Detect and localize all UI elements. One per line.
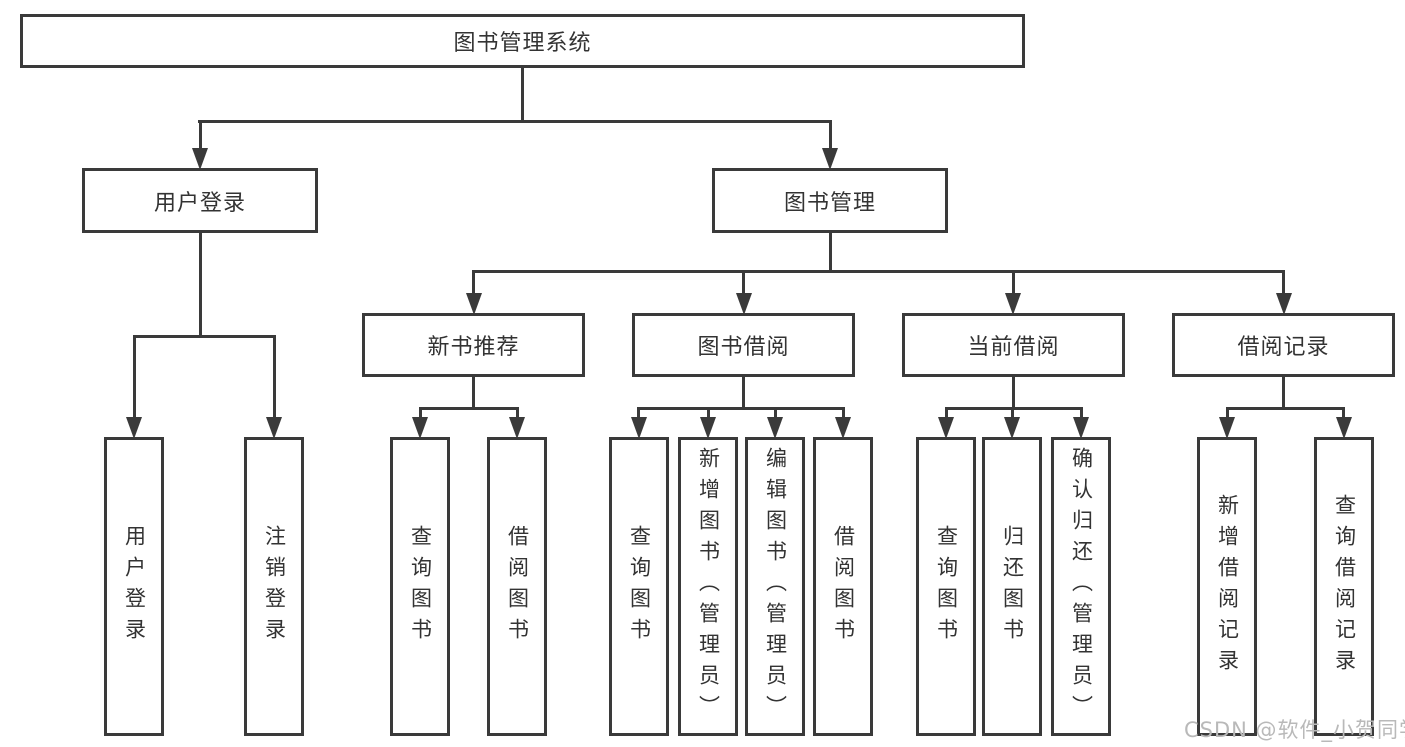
node-book-management: 图书管理	[712, 168, 948, 233]
connector-arrow-down	[630, 407, 647, 439]
connector-line	[521, 68, 524, 120]
connector-line	[132, 335, 276, 338]
leaf-query-books-borrow: 查询图书	[609, 437, 669, 736]
connector-arrow-down	[822, 120, 838, 170]
connector-arrow-down	[1004, 407, 1020, 439]
leaf-label: 查询图书	[408, 524, 433, 649]
leaf-label: 借阅图书	[831, 524, 856, 649]
node-library-management-system: 图书管理系统	[20, 14, 1025, 68]
connector-line	[1225, 407, 1345, 410]
leaf-confirm-return-admin: 确认归还（管理员）	[1051, 437, 1111, 736]
leaf-return-books: 归还图书	[982, 437, 1042, 736]
connector-arrow-down	[1219, 407, 1235, 439]
connector-line	[828, 233, 832, 270]
connector-line	[198, 233, 202, 335]
leaf-label: 编辑图书（管理员）	[763, 447, 788, 726]
connector-arrow-down	[767, 407, 783, 439]
leaf-borrow-books-newbook: 借阅图书	[487, 437, 547, 736]
node-label: 当前借阅	[967, 335, 1060, 360]
connector-line	[198, 120, 832, 123]
connector-arrow-down	[266, 335, 282, 439]
node-label: 用户登录	[153, 190, 246, 216]
leaf-logout: 注销登录	[244, 437, 304, 736]
connector-line	[1282, 377, 1285, 407]
connector-line	[472, 377, 475, 407]
node-borrowing-records: 借阅记录	[1172, 313, 1395, 377]
leaf-label: 确认归还（管理员）	[1069, 447, 1094, 726]
leaf-label: 查询图书	[934, 524, 959, 649]
leaf-query-books-newbook: 查询图书	[390, 437, 450, 736]
leaf-query-books-current: 查询图书	[916, 437, 976, 736]
leaf-label: 新增借阅记录	[1215, 493, 1240, 680]
csdn-watermark: CSDN @软件_小贺同学	[1184, 718, 1405, 742]
leaf-label: 归还图书	[1000, 524, 1025, 649]
connector-arrow-down	[1073, 407, 1089, 439]
connector-arrow-down	[835, 407, 851, 439]
leaf-label: 查询借阅记录	[1332, 493, 1357, 680]
node-new-book-recommendation: 新书推荐	[362, 313, 585, 377]
connector-arrow-down	[700, 407, 716, 439]
leaf-query-borrow-record: 查询借阅记录	[1314, 437, 1374, 736]
connector-arrow-down	[192, 120, 208, 170]
node-current-borrowing: 当前借阅	[902, 313, 1125, 377]
node-label: 图书管理系统	[453, 31, 592, 56]
leaf-label: 注销登录	[262, 524, 287, 649]
node-label: 图书借阅	[697, 335, 790, 360]
connector-arrow-down	[1335, 407, 1352, 439]
connector-line	[742, 377, 745, 407]
connector-line	[472, 270, 1284, 273]
node-label: 图书管理	[783, 190, 876, 216]
node-label: 借阅记录	[1237, 335, 1330, 360]
node-book-borrowing: 图书借阅	[632, 313, 855, 377]
leaf-user-login: 用户登录	[104, 437, 164, 736]
connector-arrow-down	[465, 270, 482, 315]
connector-line	[944, 407, 1083, 410]
connector-arrow-down	[509, 407, 525, 439]
leaf-label: 用户登录	[122, 524, 147, 649]
leaf-add-borrow-record: 新增借阅记录	[1197, 437, 1257, 736]
leaf-edit-books-admin: 编辑图书（管理员）	[745, 437, 805, 736]
connector-line	[1011, 377, 1015, 407]
leaf-label: 查询图书	[627, 524, 652, 649]
leaf-label: 新增图书（管理员）	[696, 447, 721, 726]
connector-line	[418, 407, 519, 410]
connector-arrow-down	[735, 270, 752, 315]
leaf-borrow-books-borrow: 借阅图书	[813, 437, 873, 736]
node-user-login: 用户登录	[82, 168, 318, 233]
connector-arrow-down	[126, 335, 142, 439]
leaf-label: 借阅图书	[505, 524, 530, 649]
leaf-add-books-admin: 新增图书（管理员）	[678, 437, 738, 736]
connector-arrow-down	[938, 407, 954, 439]
connector-arrow-down	[1275, 270, 1292, 315]
connector-arrow-down	[1005, 270, 1021, 315]
connector-arrow-down	[412, 407, 428, 439]
connector-line	[637, 407, 843, 410]
node-label: 新书推荐	[427, 335, 520, 360]
